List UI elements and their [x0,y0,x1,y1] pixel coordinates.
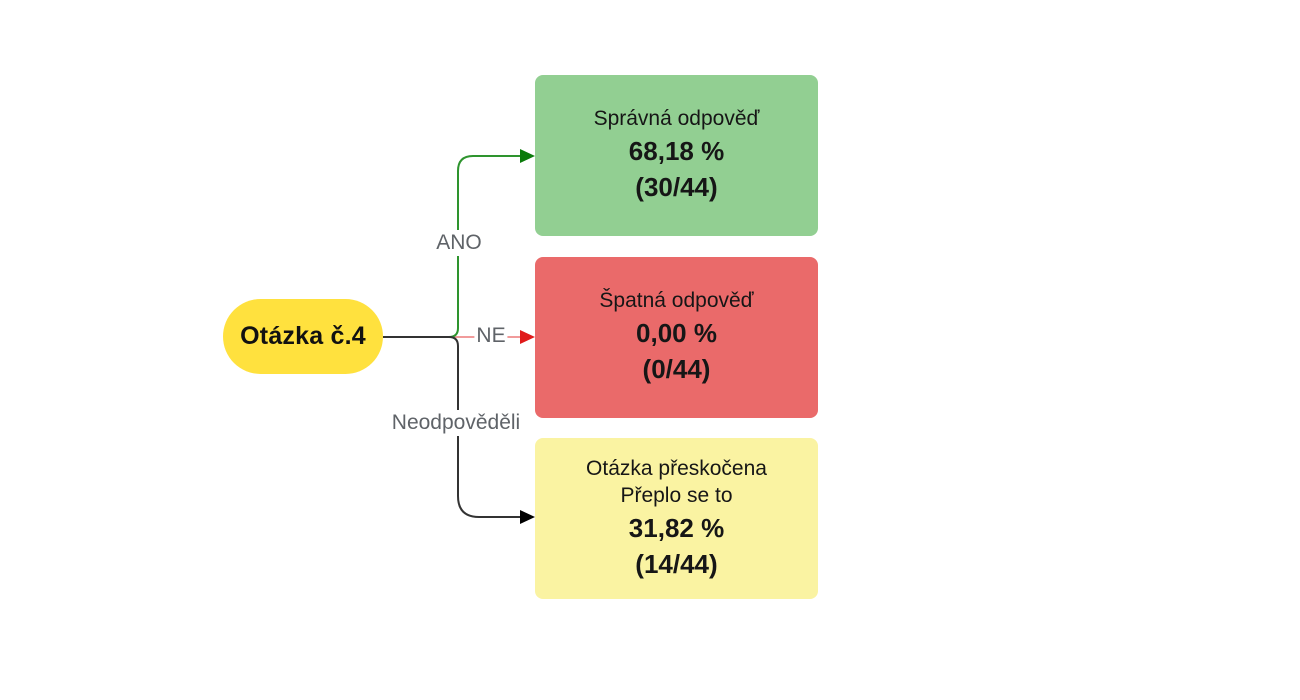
skipped-question-fraction: (14/44) [635,548,718,579]
wrong-answer-percent: 0,00 % [636,318,717,348]
correct-answer-box: Správná odpověď 68,18 % (30/44) [535,75,818,236]
edge-yes-arrowhead-icon [520,149,535,163]
correct-answer-title: Správná odpověď [593,107,760,130]
correct-answer-percent: 68,18 % [628,136,725,166]
wrong-answer-fraction: (0/44) [642,354,711,384]
edge-label-unanswered: Neodpověděli [389,410,523,436]
edge-no-arrowhead-icon [520,330,535,344]
edge-unanswered-arrowhead-icon [520,510,535,524]
question-node: Otázka č.4 [223,299,383,374]
correct-answer-fraction: (30/44) [635,172,718,202]
skipped-question-subtitle: Přeplo se to [620,483,733,507]
wrong-answer-title: Špatná odpověď [599,289,754,312]
wrong-answer-box: Špatná odpověď 0,00 % (0/44) [535,257,818,418]
question-node-label: Otázka č.4 [240,322,366,350]
skipped-question-title: Otázka přeskočena [586,456,767,480]
edge-label-no: NE [474,323,508,349]
edge-label-yes: ANO [434,230,484,256]
skipped-question-percent: 31,82 % [628,512,725,543]
skipped-question-box: Otázka přeskočena Přeplo se to 31,82 % (… [535,438,818,599]
